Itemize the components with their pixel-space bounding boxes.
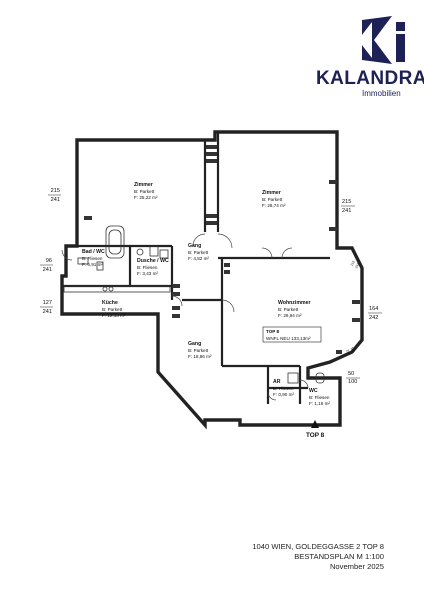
svg-text:241: 241 bbox=[43, 267, 52, 273]
svg-text:WC: WC bbox=[309, 388, 318, 394]
room-gang-1: Gang B: Parkett F: 4,82 m² bbox=[188, 243, 209, 261]
svg-text:Gang: Gang bbox=[188, 341, 201, 347]
svg-text:B: Fliesen: B: Fliesen bbox=[273, 386, 294, 391]
svg-text:B: Fliesen: B: Fliesen bbox=[137, 265, 158, 270]
svg-text:Zimmer: Zimmer bbox=[134, 182, 153, 188]
dimension-right-4: 115 242 bbox=[345, 346, 356, 355]
room-ar: AR B: Fliesen F: 0,90 m² bbox=[273, 379, 294, 397]
svg-text:241: 241 bbox=[342, 208, 351, 214]
svg-text:B: Fliesen: B: Fliesen bbox=[82, 256, 103, 261]
svg-text:115: 115 bbox=[350, 346, 356, 353]
svg-text:Gang: Gang bbox=[188, 243, 201, 249]
svg-text:B: Parkett: B: Parkett bbox=[188, 348, 209, 353]
dimension-left-1: 215 241 bbox=[48, 188, 61, 203]
svg-text:164: 164 bbox=[369, 306, 378, 312]
svg-text:100: 100 bbox=[348, 379, 357, 385]
svg-text:F: 25,22 m²: F: 25,22 m² bbox=[134, 195, 158, 200]
dimension-right-2: 164 242 bbox=[368, 306, 382, 321]
room-bad-wc: Bad / WC B: Fliesen F: 6,91 m² bbox=[82, 249, 105, 267]
svg-text:B: Parkett: B: Parkett bbox=[278, 307, 299, 312]
brand-name: KALANDRA bbox=[316, 68, 424, 89]
room-wohnzimmer: Wohnzimmer B: Parkett F: 29,94 m² bbox=[278, 300, 310, 318]
room-wc: WC B: Fliesen F: 1,16 m² bbox=[309, 388, 330, 406]
dimension-right-5: 50 100 bbox=[346, 371, 360, 385]
svg-text:50: 50 bbox=[348, 371, 354, 377]
dimension-left-3: 127 241 bbox=[40, 300, 53, 315]
plan-footer: 1040 WIEN, GOLDEGGASSE 2 TOP 8 BESTANDSP… bbox=[252, 542, 384, 572]
room-gang-2: Gang B: Parkett F: 18,86 m² bbox=[188, 341, 212, 359]
svg-text:F: 12,13 m²: F: 12,13 m² bbox=[102, 313, 126, 318]
brand-subtitle: Immobilien bbox=[362, 89, 401, 98]
inner-walls bbox=[62, 132, 330, 404]
footer-date: November 2025 bbox=[329, 562, 384, 571]
svg-text:B: Parkett: B: Parkett bbox=[262, 197, 283, 202]
svg-text:TOP 8: TOP 8 bbox=[266, 329, 280, 334]
svg-text:F: 29,94 m²: F: 29,94 m² bbox=[278, 313, 302, 318]
entrance-arrow bbox=[311, 420, 319, 428]
svg-text:B: Parkett: B: Parkett bbox=[188, 250, 209, 255]
door-swings bbox=[61, 233, 309, 401]
svg-text:B: Parkett: B: Parkett bbox=[134, 189, 155, 194]
svg-text:F: 3,43 m²: F: 3,43 m² bbox=[137, 271, 158, 276]
svg-text:242: 242 bbox=[345, 349, 351, 356]
svg-text:B: Parkett: B: Parkett bbox=[102, 307, 123, 312]
svg-text:215: 215 bbox=[51, 188, 60, 194]
room-zimmer-2: Zimmer B: Parkett F: 28,74 m² bbox=[262, 190, 286, 208]
svg-text:127: 127 bbox=[43, 300, 52, 306]
wall-hatches bbox=[84, 145, 360, 354]
svg-text:215: 215 bbox=[342, 199, 351, 205]
svg-text:F: 1,16 m²: F: 1,16 m² bbox=[309, 401, 330, 406]
footer-address: 1040 WIEN, GOLDEGGASSE 2 TOP 8 bbox=[252, 542, 384, 551]
bath-fixtures bbox=[63, 225, 325, 384]
svg-text:Bad / WC: Bad / WC bbox=[82, 249, 105, 255]
svg-text:F: 18,86 m²: F: 18,86 m² bbox=[188, 354, 212, 359]
svg-text:115: 115 bbox=[350, 260, 356, 267]
svg-text:AR: AR bbox=[273, 379, 281, 385]
svg-text:241: 241 bbox=[43, 309, 52, 315]
svg-text:241: 241 bbox=[51, 197, 60, 203]
top-info-box: TOP 8 WNFL NEU 133,13m² bbox=[262, 326, 322, 343]
svg-text:Zimmer: Zimmer bbox=[262, 190, 281, 196]
room-kueche: Küche B: Parkett F: 12,13 m² bbox=[102, 300, 126, 318]
outer-walls bbox=[60, 130, 364, 430]
svg-text:Küche: Küche bbox=[102, 300, 118, 306]
svg-text:F: 0,90 m²: F: 0,90 m² bbox=[273, 392, 294, 397]
svg-text:B: Fliesen: B: Fliesen bbox=[309, 395, 330, 400]
svg-text:F: 4,82 m²: F: 4,82 m² bbox=[188, 256, 209, 261]
dimension-right-1: 215 241 bbox=[341, 199, 355, 214]
svg-text:F: 6,91 m²: F: 6,91 m² bbox=[82, 262, 103, 267]
room-zimmer-1: Zimmer B: Parkett F: 25,22 m² bbox=[134, 182, 158, 200]
footer-plan-scale: BESTANDSPLAN M 1:100 bbox=[294, 552, 384, 561]
svg-text:242: 242 bbox=[354, 262, 360, 269]
svg-text:F: 28,74 m²: F: 28,74 m² bbox=[262, 203, 286, 208]
svg-text:Dusche / WC: Dusche / WC bbox=[137, 258, 169, 264]
dimension-right-3: 115 242 bbox=[350, 260, 361, 269]
svg-text:96: 96 bbox=[46, 258, 52, 264]
svg-text:242: 242 bbox=[369, 315, 378, 321]
svg-text:WNFL NEU 133,13m²: WNFL NEU 133,13m² bbox=[266, 336, 311, 341]
room-dusche-wc: Dusche / WC B: Fliesen F: 3,43 m² bbox=[137, 258, 169, 276]
kalandra-logo bbox=[358, 16, 405, 64]
dimension-left-2: 96 241 bbox=[40, 258, 53, 273]
svg-text:Wohnzimmer: Wohnzimmer bbox=[278, 300, 310, 306]
entrance-label: TOP 8 bbox=[306, 432, 325, 439]
